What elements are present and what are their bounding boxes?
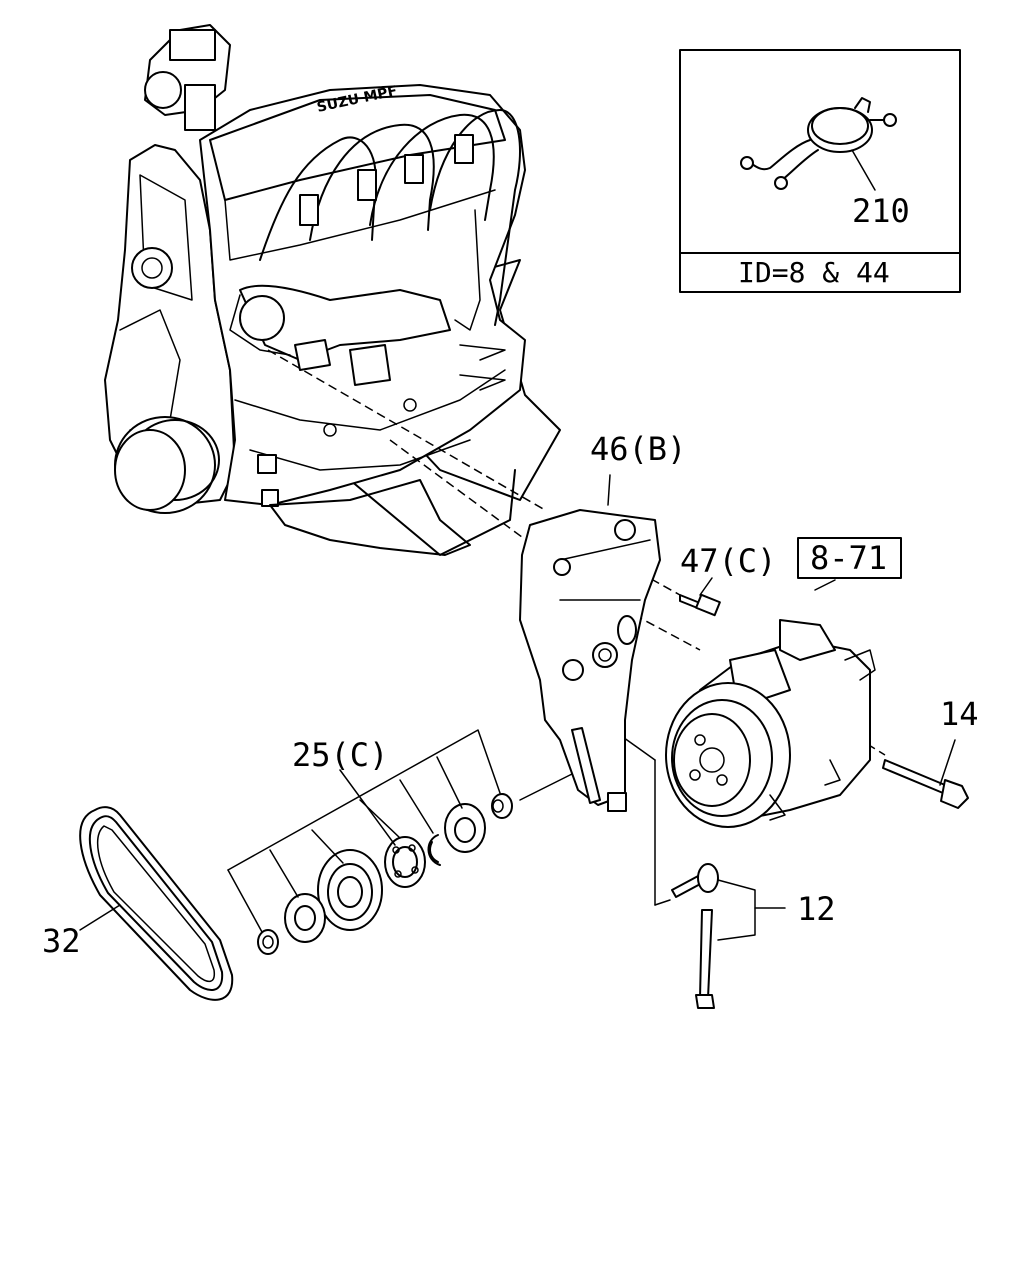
clip-210-drawing [740,97,897,191]
callout-labels: 46(B) 47(C) 8-71 14 25(C) 32 12 [42,430,979,960]
callout-belt-32: 32 [42,922,81,960]
callout-idler-25c: 25(C) [292,736,388,774]
bracket-bolt [679,577,721,617]
v-belt [79,806,234,1001]
inset-footer-id: ID=8 & 44 [738,256,890,289]
compressor-ref-box [797,537,902,579]
callout-bracket-46b: 46(B) [590,430,686,468]
engine-block: SUZU MPF [104,24,561,556]
long-bolt-14 [882,739,969,809]
inset-callout-210: 210 [852,192,910,230]
ac-compressor [665,579,876,828]
callout-bolts-12: 12 [797,890,836,928]
inset-detail-box: 210 ID=8 & 44 [679,49,961,293]
callout-long-bolt-14: 14 [940,695,979,733]
callout-bolt-47c: 47(C) [680,542,776,580]
bolts-12 [671,863,786,1009]
mounting-bracket [519,474,661,812]
callout-compressor-8-71: 8-71 [810,539,887,577]
idler-pulley-set [227,729,513,955]
